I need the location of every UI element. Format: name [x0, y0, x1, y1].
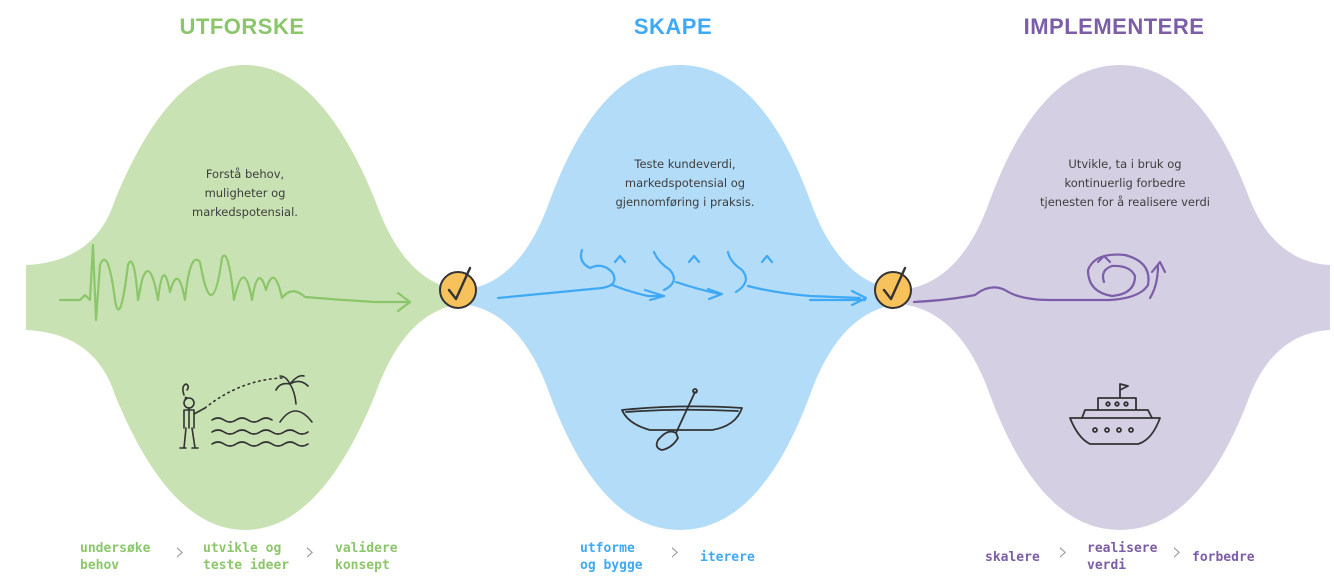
step-line: konsept — [335, 558, 390, 573]
phase-title-utforske: UTFORSKE — [179, 14, 305, 39]
description-line: gjennomføring i praksis. — [615, 195, 755, 209]
chevron-right-icon: › — [1172, 537, 1183, 567]
phase-title-implementere: IMPLEMENTERE — [1023, 14, 1205, 39]
checkpoint-icon — [874, 266, 912, 309]
description-line: Forstå behov, — [205, 167, 285, 181]
utforske-area — [26, 65, 462, 530]
step-line: iterere — [700, 550, 755, 565]
step-line: utforme — [580, 541, 635, 556]
chevron-right-icon: › — [1058, 537, 1069, 567]
step-line: og bygge — [580, 558, 643, 573]
skape-area — [462, 65, 900, 530]
description-line: Utvikle, ta i bruk og — [1068, 157, 1182, 171]
description-line: tjenesten for å realisere verdi — [1040, 195, 1210, 209]
step-line: validere — [335, 541, 398, 556]
iteration-loops-icon — [496, 248, 868, 307]
phase-title-skape: SKAPE — [633, 14, 713, 39]
chevron-right-icon: › — [305, 537, 316, 567]
phase-description-implementere: Utvikle, ta i bruk og kontinuerlig forbe… — [1010, 155, 1240, 212]
chevron-right-icon: › — [175, 537, 186, 567]
spiral-growth-icon — [912, 253, 1167, 304]
step-line: utvikle og — [203, 541, 282, 556]
step-validere-konsept: validere konsept — [335, 540, 398, 574]
checkpoint-icon — [439, 266, 477, 309]
description-line: Teste kundeverdi, — [634, 157, 736, 171]
step-iterere: iterere — [700, 549, 755, 566]
squiggle-icon — [58, 243, 412, 322]
phase-description-utforske: Forstå behov, muligheter og markedspoten… — [165, 165, 325, 222]
rowboat-icon — [621, 388, 743, 451]
step-utforme-og-bygge: utforme og bygge — [580, 540, 643, 574]
chevron-right-icon: › — [670, 537, 681, 567]
implementere-area — [900, 65, 1330, 530]
step-line: verdi — [1087, 558, 1127, 573]
step-realisere-verdi: realisere verdi — [1087, 540, 1157, 574]
step-line: teste ideer — [203, 558, 290, 573]
description-line: muligheter og — [204, 186, 286, 200]
description-line: markedspotensial og — [624, 176, 746, 190]
explorer-island-icon — [179, 374, 313, 449]
description-line: kontinuerlig forbedre — [1064, 176, 1186, 190]
step-line: undersøke — [80, 541, 151, 556]
step-undersoke-behov: undersøke behov — [80, 540, 150, 574]
step-forbedre: forbedre — [1192, 549, 1255, 566]
step-line: forbedre — [1192, 550, 1255, 565]
phase-description-skape: Teste kundeverdi, markedspotensial og gj… — [585, 155, 785, 212]
step-line: behov — [80, 558, 120, 573]
step-line: realisere — [1087, 541, 1158, 556]
ship-icon — [1069, 383, 1161, 445]
description-line: markedspotensial. — [192, 205, 298, 219]
step-skalere: skalere — [985, 549, 1040, 566]
step-utvikle-og-teste-ideer: utvikle og teste ideer — [203, 540, 289, 574]
step-line: skalere — [985, 550, 1040, 565]
